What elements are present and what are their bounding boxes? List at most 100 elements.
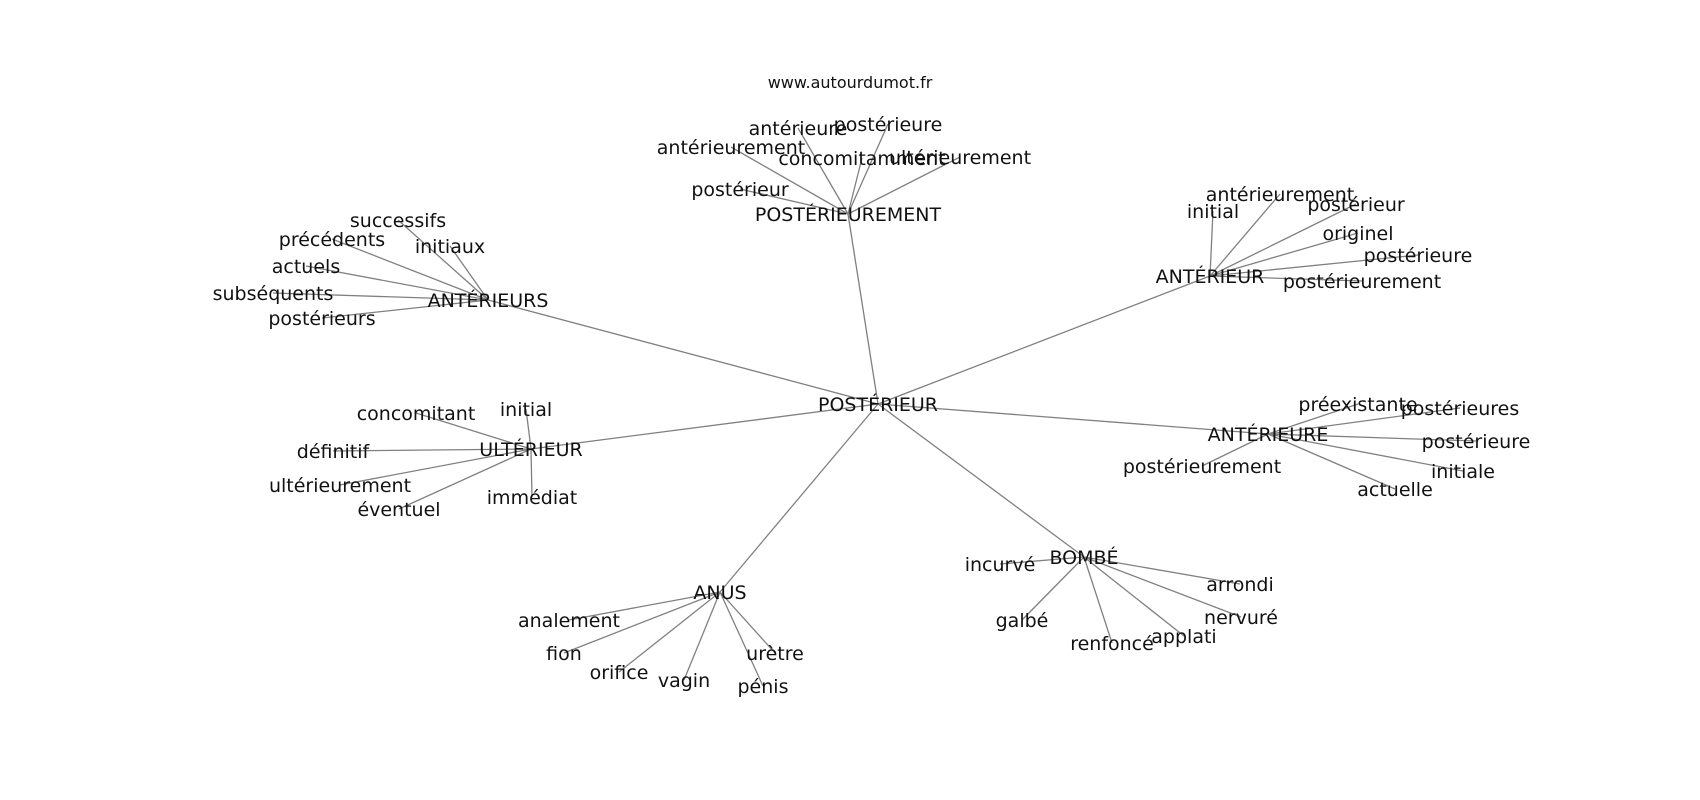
leaf-word-node[interactable]: initial (1187, 201, 1239, 223)
leaf-word-node[interactable]: originel (1322, 223, 1393, 245)
leaf-word-node[interactable]: initiaux (415, 236, 485, 258)
edge-hub-to-leaf (1209, 203, 1357, 277)
hub-word-node[interactable]: ANTÉRIEURS (428, 289, 549, 312)
leaf-word-node[interactable]: actuels (272, 256, 340, 278)
leaf-word-node[interactable]: renfoncé (1070, 633, 1154, 655)
edge-hub-to-leaf (719, 591, 764, 687)
edge-hub-to-leaf (1209, 210, 1214, 277)
leaf-word-node[interactable]: définitif (297, 441, 371, 463)
edge-hub-to-leaf (1083, 556, 1113, 644)
edge-hub-to-leaf (847, 123, 889, 215)
leaf-word-node[interactable]: subséquents (213, 283, 334, 305)
edge-hub-to-leaf (730, 146, 849, 215)
edge-hub-to-leaf (1267, 433, 1396, 490)
leaf-word-node[interactable]: pénis (738, 676, 789, 698)
edge-hub-to-leaf (1209, 232, 1359, 277)
leaf-word-node[interactable]: antérieurement (657, 137, 805, 159)
leaf-word-node[interactable]: éventuel (357, 499, 440, 521)
leaf-word-node[interactable]: fion (546, 643, 582, 665)
leaf-word-node[interactable]: postérieures (1401, 398, 1520, 420)
leaf-word-node[interactable]: préexistante (1298, 394, 1417, 416)
edge-hub-to-leaf (1201, 433, 1269, 467)
leaf-word-node[interactable]: postérieurement (1283, 271, 1441, 293)
edge-hub-to-leaf (739, 188, 849, 215)
edge-hub-to-leaf (1267, 433, 1477, 442)
leaf-word-node[interactable]: ultérieurement (889, 147, 1031, 169)
edge-hub-to-leaf (305, 265, 489, 301)
edge-hub-to-leaf (449, 245, 489, 301)
leaf-word-node[interactable]: postérieur (1307, 194, 1405, 216)
edge-hub-to-leaf (398, 448, 532, 510)
edge-hub-to-leaf (1267, 403, 1359, 435)
leaf-word-node[interactable]: postérieurs (268, 308, 375, 330)
edge-hub-to-leaf (1209, 275, 1363, 282)
edge-hub-to-leaf (415, 412, 532, 450)
leaf-word-node[interactable]: applati (1151, 626, 1216, 648)
leaf-word-node[interactable]: ultérieurement (269, 475, 411, 497)
leaf-word-node[interactable]: postérieure (1364, 245, 1473, 267)
edge-center-to-hub (847, 213, 879, 405)
leaf-word-node[interactable]: postérieurement (1123, 456, 1281, 478)
leaf-word-node[interactable]: vagin (658, 670, 710, 692)
edge-hub-to-leaf (1083, 556, 1185, 637)
edge-hub-to-leaf (797, 127, 849, 215)
hub-word-node[interactable]: BOMBÉ (1049, 546, 1118, 569)
edge-center-to-hub (877, 403, 1269, 435)
edge-hub-to-leaf (397, 219, 489, 301)
edge-hub-to-leaf (332, 448, 532, 452)
edge-hub-to-leaf (331, 238, 489, 301)
edge-hub-to-leaf (683, 591, 721, 681)
graph-edges (272, 123, 1477, 687)
edge-hub-to-leaf (530, 448, 533, 498)
edge-hub-to-leaf (1021, 556, 1085, 621)
edge-center-to-hub (530, 403, 879, 450)
leaf-word-node[interactable]: précédents (279, 229, 385, 251)
edge-center-to-hub (719, 403, 879, 593)
leaf-word-node[interactable]: immédiat (487, 487, 577, 509)
edge-center-to-hub (877, 403, 1085, 558)
leaf-word-node[interactable]: antérieurement (1206, 184, 1354, 206)
edge-hub-to-leaf (847, 157, 863, 215)
leaf-word-node[interactable]: urètre (746, 643, 804, 665)
edge-hub-to-leaf (1267, 433, 1464, 472)
edge-center-to-hub (487, 299, 879, 405)
edge-hub-to-leaf (999, 556, 1085, 565)
hub-word-node[interactable]: ULTÉRIEUR (479, 438, 582, 461)
hub-word-node[interactable]: ANTÉRIEUR (1156, 265, 1265, 288)
edge-hub-to-leaf (719, 591, 776, 654)
leaf-word-node[interactable]: nervuré (1204, 607, 1278, 629)
leaf-word-node[interactable]: initiale (1431, 461, 1495, 483)
hub-word-node[interactable]: ANUS (693, 582, 746, 604)
leaf-word-node[interactable]: initial (500, 399, 552, 421)
leaf-word-node[interactable]: arrondi (1206, 574, 1274, 596)
edge-hub-to-leaf (1083, 556, 1241, 585)
edge-hub-to-leaf (1209, 193, 1281, 277)
leaf-word-node[interactable]: incurvé (965, 554, 1036, 576)
leaf-word-node[interactable]: galbé (996, 610, 1049, 632)
edge-hub-to-leaf (847, 156, 961, 215)
leaf-word-node[interactable]: successifs (350, 210, 446, 232)
leaf-word-node[interactable]: postérieur (691, 179, 789, 201)
leaf-word-node[interactable]: concomitamment (778, 148, 945, 170)
edge-hub-to-leaf (618, 591, 721, 673)
graph-nodes: antérieurepostérieureantérieurementconco… (213, 114, 1531, 698)
center-word-node[interactable]: POSTÉRIEUR (818, 393, 938, 416)
edge-hub-to-leaf (272, 292, 489, 301)
edge-hub-to-leaf (1083, 556, 1242, 618)
edge-center-to-hub (877, 275, 1211, 405)
edge-hub-to-leaf (568, 591, 721, 621)
site-url-label: www.autourdumot.fr (768, 73, 933, 92)
hub-word-node[interactable]: ANTÉRIEURE (1208, 423, 1329, 446)
hub-word-node[interactable]: POSTÉRIEUREMENT (755, 203, 942, 226)
leaf-word-node[interactable]: concomitant (357, 403, 476, 425)
leaf-word-node[interactable]: antérieure (749, 118, 848, 140)
edge-hub-to-leaf (525, 408, 532, 450)
edge-hub-to-leaf (321, 299, 489, 319)
edge-hub-to-leaf (1267, 407, 1461, 435)
leaf-word-node[interactable]: postérieure (1422, 431, 1531, 453)
leaf-word-node[interactable]: postérieure (834, 114, 943, 136)
leaf-word-node[interactable]: analement (518, 610, 620, 632)
leaf-word-node[interactable]: orifice (590, 662, 649, 684)
leaf-word-node[interactable]: actuelle (1357, 479, 1433, 501)
